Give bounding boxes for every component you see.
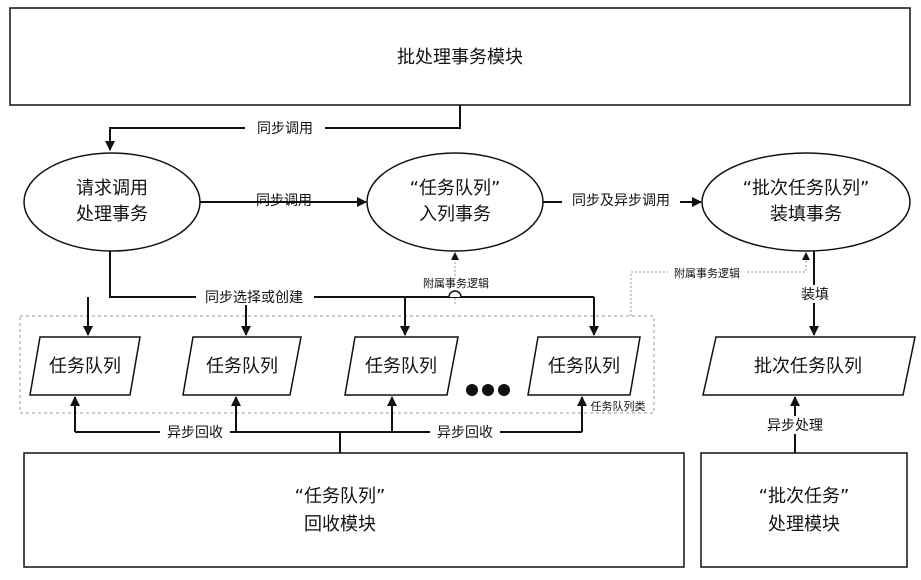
ellipsis-dot-3	[498, 384, 510, 396]
label-sync-select-create: 同步选择或创建	[205, 290, 303, 306]
request-text-1: 请求调用	[76, 178, 148, 199]
request-text-2: 处理事务	[76, 204, 148, 225]
async-recycle-bus	[75, 431, 582, 453]
request-ellipse	[23, 152, 201, 252]
ellipsis-dot-1	[466, 384, 478, 396]
label-sync-call-top: 同步调用	[257, 121, 313, 137]
task-queue-3-label: 任务队列	[365, 356, 437, 377]
batch-fill-text-2: 装填事务	[770, 204, 842, 225]
enqueue-text-1: “任务队列”	[410, 178, 501, 199]
dotted-aux-batchfill	[630, 252, 810, 316]
label-fill: 装填	[801, 287, 829, 303]
batch-module-box	[9, 7, 911, 106]
task-queue-1	[29, 336, 141, 396]
label-sync-async-call: 同步及异步调用	[572, 193, 670, 209]
label-aux-logic-2: 附属事务逻辑	[674, 266, 740, 280]
recycle-text-1: “任务队列”	[295, 486, 386, 507]
task-queue-3	[344, 336, 459, 396]
sync-select-bus	[109, 251, 594, 298]
label-async-recycle-2: 异步回收	[437, 425, 493, 441]
enqueue-text-2: 入列事务	[419, 204, 491, 225]
task-queue-4-label: 任务队列	[548, 356, 620, 377]
label-async-recycle-1: 异步回收	[167, 425, 223, 441]
recycle-module-box	[23, 452, 685, 568]
batch-module-title: 批处理事务模块	[397, 47, 523, 68]
batch-fill-ellipse	[701, 152, 911, 252]
task-queue-1-label: 任务队列	[49, 356, 121, 377]
label-task-queue-class: 任务队列类	[591, 399, 646, 413]
batch-proc-text-2: 处理模块	[768, 514, 840, 535]
task-queue-4	[527, 336, 641, 396]
label-async-process: 异步处理	[767, 418, 823, 434]
batch-task-queue	[702, 336, 916, 396]
batch-fill-text-1: “批次任务队列”	[743, 178, 870, 199]
task-queue-2-label: 任务队列	[206, 356, 278, 377]
label-sync-call-mid: 同步调用	[256, 193, 312, 209]
batch-task-queue-label: 批次任务队列	[754, 356, 862, 377]
enqueue-ellipse	[366, 152, 544, 252]
batch-proc-module-box	[700, 452, 908, 568]
label-aux-logic-1: 附属事务逻辑	[423, 276, 489, 290]
recycle-text-2: 回收模块	[304, 514, 376, 535]
batch-proc-text-1: “批次任务”	[759, 486, 850, 507]
task-queue-2	[182, 336, 302, 396]
ellipsis-dot-2	[482, 384, 494, 396]
